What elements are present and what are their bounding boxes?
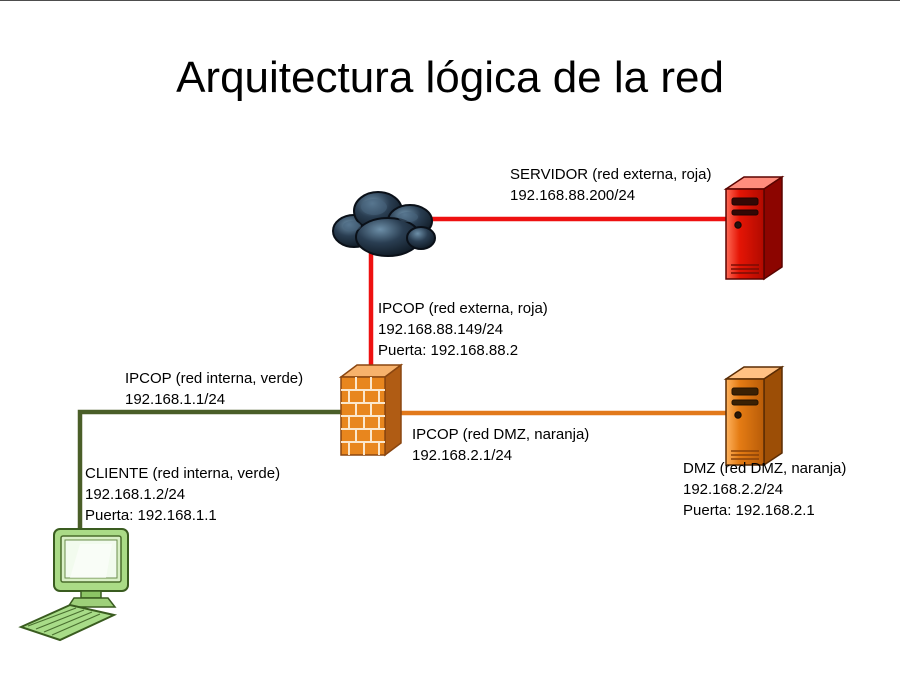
ipcop-dmz-label-ip: 192.168.2.1/24 — [412, 447, 513, 464]
cliente-label: CLIENTE (red interna, verde) 192.168.1.2… — [85, 463, 280, 526]
ipcop-dmz-label: IPCOP (red DMZ, naranja) 192.168.2.1/24 — [412, 424, 589, 466]
link-ipcop-cliente — [77, 409, 368, 549]
internet-cloud-icon — [326, 183, 440, 263]
dmz-label-gateway: Puerta: 192.168.2.1 — [683, 502, 815, 519]
ipcop-firewall-icon — [337, 359, 405, 457]
cliente-computer-icon — [18, 526, 136, 646]
ipcop-interna-label-ip: 192.168.1.1/24 — [125, 391, 226, 408]
ipcop-externa-label-gateway: Puerta: 192.168.88.2 — [378, 342, 519, 359]
ipcop-externa-label: IPCOP (red externa, roja) 192.168.88.149… — [378, 298, 548, 361]
servidor-icon — [718, 173, 790, 285]
dmz-label-name: DMZ (red DMZ, naranja) — [683, 460, 847, 477]
dmz-label: DMZ (red DMZ, naranja) 192.168.2.2/24 Pu… — [683, 458, 846, 521]
page-title: Arquitectura lógica de la red — [176, 53, 724, 102]
ipcop-interna-label: IPCOP (red interna, verde) 192.168.1.1/2… — [125, 368, 303, 410]
cliente-label-ip: 192.168.1.2/24 — [85, 486, 186, 503]
dmz-server-icon — [718, 363, 790, 471]
servidor-label-name: SERVIDOR (red externa, roja) — [510, 166, 712, 183]
cliente-label-name: CLIENTE (red interna, verde) — [85, 465, 281, 482]
servidor-label: SERVIDOR (red externa, roja) 192.168.88.… — [510, 164, 711, 206]
cliente-label-gateway: Puerta: 192.168.1.1 — [85, 507, 217, 524]
ipcop-externa-label-name: IPCOP (red externa, roja) — [378, 300, 548, 317]
servidor-label-ip: 192.168.88.200/24 — [510, 187, 636, 204]
dmz-label-ip: 192.168.2.2/24 — [683, 481, 784, 498]
ipcop-externa-label-ip: 192.168.88.149/24 — [378, 321, 504, 338]
ipcop-interna-label-name: IPCOP (red interna, verde) — [125, 370, 304, 387]
ipcop-dmz-label-name: IPCOP (red DMZ, naranja) — [412, 426, 590, 443]
